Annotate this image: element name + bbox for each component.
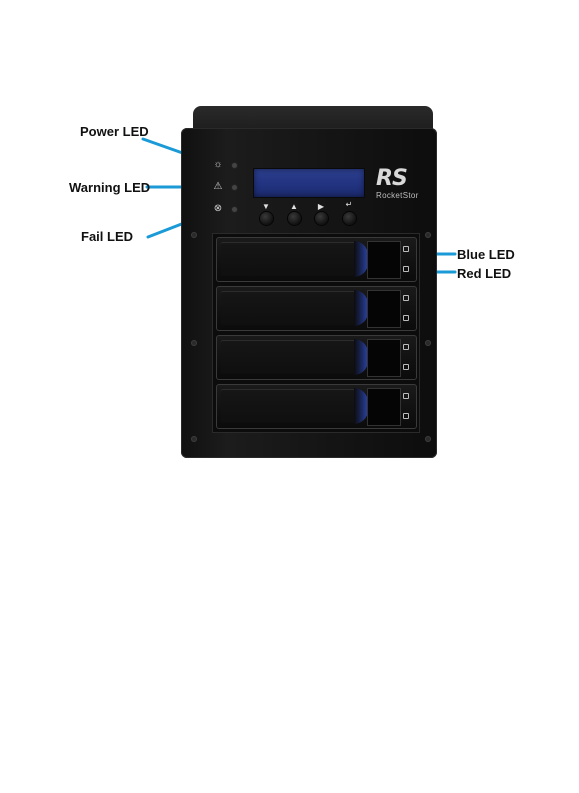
tray-latch[interactable] <box>354 241 368 277</box>
tray-latch[interactable] <box>354 339 368 375</box>
screw <box>425 340 431 346</box>
tray-handle[interactable] <box>367 339 401 377</box>
down-button[interactable] <box>260 212 273 225</box>
down-arrow-icon: ▼ <box>260 203 272 211</box>
right-arrow-icon: ▶ <box>315 203 327 211</box>
blue-led <box>403 344 409 350</box>
screw <box>425 436 431 442</box>
red-led <box>403 364 409 370</box>
warning-icon: ⚠ <box>213 182 223 192</box>
tray-led-indicators <box>403 391 409 421</box>
tray-handle[interactable] <box>367 388 401 426</box>
fail-icon: ⊗ <box>213 204 223 214</box>
tray-led-indicators <box>403 342 409 372</box>
fail-led <box>232 207 237 212</box>
blue-led <box>403 393 409 399</box>
tray-latch[interactable] <box>354 290 368 326</box>
tray-led-indicators <box>403 244 409 274</box>
rocketstor-logo-text: RocketStor <box>376 191 419 200</box>
tray-front-panel <box>221 389 356 423</box>
red-led <box>403 413 409 419</box>
power-led <box>232 163 237 168</box>
red-led <box>403 266 409 272</box>
screw <box>191 232 197 238</box>
power-icon: ☼ <box>213 160 223 170</box>
blue-led <box>403 246 409 252</box>
blue-led-label: Blue LED <box>457 247 515 262</box>
red-led-label: Red LED <box>457 266 511 281</box>
up-arrow-icon: ▲ <box>288 203 300 211</box>
blue-led <box>403 295 409 301</box>
tray-front-panel <box>221 340 356 374</box>
fail-led-label: Fail LED <box>81 229 133 244</box>
warning-led <box>232 185 237 190</box>
red-led <box>403 315 409 321</box>
rocketstor-logo: RS <box>376 168 407 190</box>
enter-button[interactable] <box>315 212 328 225</box>
drive-tray-2[interactable] <box>216 286 417 331</box>
up-button[interactable] <box>288 212 301 225</box>
return-button[interactable] <box>343 212 356 225</box>
drive-tray-1[interactable] <box>216 237 417 282</box>
warning-led-label: Warning LED <box>69 180 150 195</box>
lcd-display <box>253 168 365 198</box>
power-led-label: Power LED <box>80 124 149 139</box>
tray-latch[interactable] <box>354 388 368 424</box>
screw <box>191 340 197 346</box>
tray-led-indicators <box>403 293 409 323</box>
screw <box>191 436 197 442</box>
tray-front-panel <box>221 242 356 276</box>
drive-tray-3[interactable] <box>216 335 417 380</box>
tray-front-panel <box>221 291 356 325</box>
drive-tray-4[interactable] <box>216 384 417 429</box>
return-arrow-icon: ↵ <box>343 201 355 209</box>
tray-handle[interactable] <box>367 241 401 279</box>
screw <box>425 232 431 238</box>
tray-handle[interactable] <box>367 290 401 328</box>
